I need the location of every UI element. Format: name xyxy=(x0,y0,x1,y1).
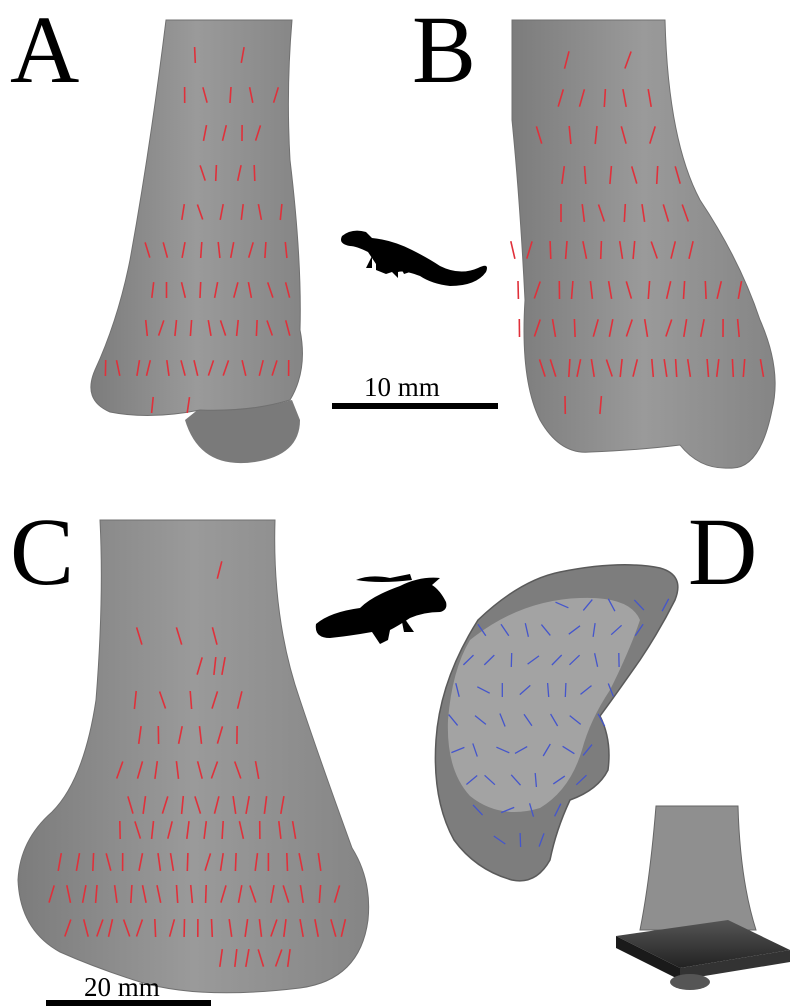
marker-stroke xyxy=(206,885,207,903)
marker-stroke xyxy=(216,165,217,181)
marker-stroke xyxy=(235,853,236,871)
scale-bar-10mm: 10 mm xyxy=(332,372,498,409)
marker-stroke xyxy=(93,853,94,871)
marker-stroke xyxy=(676,359,677,377)
marker-stroke xyxy=(684,281,685,299)
marker-stroke xyxy=(155,919,156,937)
marker-stroke xyxy=(550,241,551,259)
scale-line-10mm xyxy=(332,403,498,409)
marker-stroke xyxy=(256,320,257,336)
crocodile-icon xyxy=(316,574,447,644)
marker-stroke xyxy=(230,87,231,103)
marker-stroke xyxy=(574,319,575,337)
panel-a: A xyxy=(10,0,302,463)
marker-stroke xyxy=(201,242,202,258)
inset-condyle xyxy=(670,974,710,990)
marker-stroke xyxy=(511,241,515,259)
marker-stroke xyxy=(624,204,625,222)
marker-stroke xyxy=(601,241,602,259)
inset-shaft xyxy=(640,806,756,930)
marker-stroke xyxy=(187,853,188,871)
panel-b: B xyxy=(412,0,775,468)
marker-stroke xyxy=(520,833,521,847)
marker-stroke xyxy=(565,683,566,697)
marker-stroke xyxy=(212,919,213,937)
panel-label-b: B xyxy=(412,0,476,103)
marker-stroke xyxy=(200,282,201,298)
marker-stroke xyxy=(705,281,706,299)
scale-label-10mm: 10 mm xyxy=(364,372,440,402)
orientation-inset xyxy=(616,806,790,990)
marker-stroke xyxy=(195,47,196,63)
marker-stroke xyxy=(287,853,288,871)
lizard-icon xyxy=(341,231,487,286)
bone-a xyxy=(91,20,303,416)
scale-line-20mm xyxy=(46,1000,211,1006)
panel-label-c: C xyxy=(10,498,74,605)
marker-stroke xyxy=(131,885,132,903)
marker-stroke xyxy=(222,821,223,839)
marker-stroke xyxy=(732,359,733,377)
marker-stroke xyxy=(657,166,658,184)
panel-c: C xyxy=(10,498,369,993)
scale-label-20mm: 20 mm xyxy=(84,972,160,1002)
marker-stroke xyxy=(569,359,570,377)
marker-stroke xyxy=(254,165,255,181)
panel-label-d: D xyxy=(688,498,757,605)
marker-stroke xyxy=(265,242,266,258)
bone-b xyxy=(512,20,775,468)
panel-label-a: A xyxy=(10,0,79,103)
marker-stroke xyxy=(604,89,605,107)
